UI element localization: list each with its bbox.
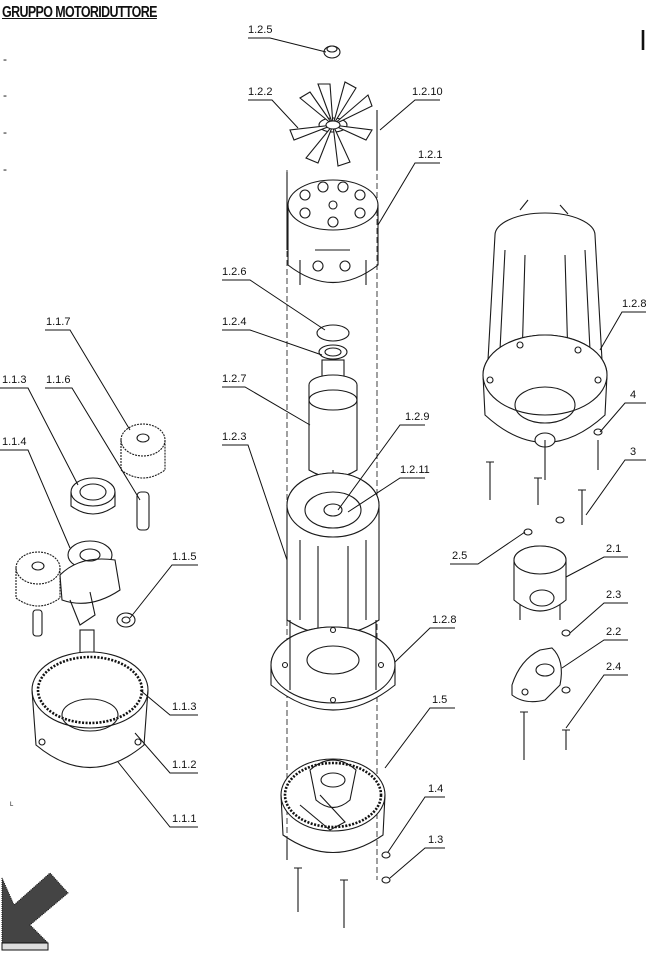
label-1-2-10: 1.2.10 — [412, 86, 443, 98]
part-flange-right-1-2-8 — [482, 334, 608, 448]
part-coupling-2-1 — [513, 545, 567, 620]
left-reducer-assembly — [15, 423, 166, 769]
part-labels: 1.2.5 1.2.2 1.2.10 1.2.1 1.2.6 1.2.4 1.2… — [2, 24, 646, 846]
label-1-1-4: 1.1.4 — [2, 436, 26, 448]
label-1-2-8-right: 1.2.8 — [622, 298, 646, 310]
label-1-1-6: 1.1.6 — [46, 374, 70, 386]
label-1-1-5: 1.1.5 — [172, 551, 196, 563]
right-motor-assembly — [482, 199, 608, 760]
part-bearing-1-1-3 — [70, 477, 116, 507]
label-1-2-8-center: 1.2.8 — [432, 614, 456, 626]
label-1-1-3-top: 1.1.3 — [2, 374, 26, 386]
leader-lines — [0, 37, 646, 879]
part-bracket-2-2 — [511, 647, 562, 703]
label-2-3: 2.3 — [606, 589, 621, 601]
label-2-5: 2.5 — [452, 550, 467, 562]
part-bolt-2-4 — [562, 729, 570, 750]
label-4: 4 — [630, 389, 636, 401]
part-bearing-1-2-4 — [318, 344, 348, 360]
label-3: 3 — [630, 446, 636, 458]
label-2-1: 2.1 — [606, 543, 621, 555]
legend-dash-1: - — [3, 52, 7, 66]
part-nut-1-3 — [381, 876, 391, 884]
legend-dash-3: - — [3, 125, 7, 139]
label-1-2-9: 1.2.9 — [405, 411, 429, 423]
direction-arrow — [1, 872, 69, 951]
part-washer-1-1-5 — [116, 612, 136, 628]
label-1-2-2: 1.2.2 — [248, 86, 272, 98]
legend-dash-4: - — [3, 162, 7, 176]
label-1-2-1: 1.2.1 — [418, 149, 442, 161]
part-washer-1-4 — [381, 851, 391, 859]
label-1-1-7: 1.1.7 — [46, 316, 70, 328]
label-1-2-5: 1.2.5 — [248, 24, 272, 36]
label-1-1-1: 1.1.1 — [172, 813, 196, 825]
page-title: GRUPPO MOTORIDUTTORE — [2, 4, 157, 21]
part-ring-1-2-6 — [316, 324, 350, 342]
part-carrier-1-1-4 — [59, 540, 121, 626]
footnote-mark: L — [10, 802, 14, 808]
label-1-1-2: 1.1.2 — [172, 759, 196, 771]
label-1-2-7: 1.2.7 — [222, 373, 246, 385]
part-fan-1-2-2 — [289, 81, 373, 167]
label-2-2: 2.2 — [606, 626, 621, 638]
label-2-4: 2.4 — [606, 661, 621, 673]
part-pin-1-1-6 — [136, 491, 150, 531]
label-1-1-3-bottom: 1.1.3 — [172, 701, 196, 713]
part-fan-cover-1-2-1 — [287, 179, 379, 285]
center-motor-assembly — [270, 45, 396, 928]
label-1-2-4: 1.2.4 — [222, 316, 246, 328]
label-1-5: 1.5 — [432, 694, 447, 706]
part-ring-gear-housing-1-1-1 — [31, 651, 149, 769]
label-1-3: 1.3 — [428, 834, 443, 846]
part-washer-2-3 — [561, 629, 571, 637]
part-nut-3 — [555, 516, 565, 524]
label-1-4: 1.4 — [428, 783, 443, 795]
label-1-2-6: 1.2.6 — [222, 266, 246, 278]
label-1-2-3: 1.2.3 — [222, 431, 246, 443]
part-washer-4 — [593, 428, 603, 436]
label-1-2-11: 1.2.11 — [400, 464, 430, 476]
legend-dash-2: - — [3, 88, 7, 102]
part-flange-1-2-8 — [270, 620, 396, 711]
part-gear-housing-1-5 — [280, 758, 386, 853]
part-stator-1-2-3 — [286, 472, 380, 636]
part-screw-2-5 — [523, 528, 533, 536]
bottom-bolts — [286, 840, 348, 928]
part-gear-1-1-7 — [120, 423, 166, 479]
